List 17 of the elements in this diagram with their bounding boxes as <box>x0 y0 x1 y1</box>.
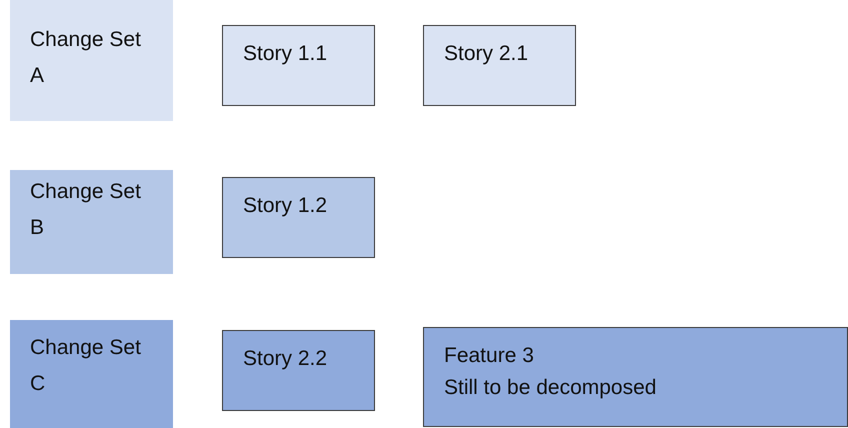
change-set-box <box>10 0 173 121</box>
change-set-box <box>10 320 173 428</box>
change-set-box <box>10 170 173 274</box>
box-title: Story 1.2 <box>243 193 328 219</box>
box-title: Story 2.2 <box>243 346 328 372</box>
box-title: Change Set A <box>30 27 142 89</box>
story-box <box>423 327 848 427</box>
box-description: Still to be decomposed <box>444 374 658 400</box>
box-title: Story 2.1 <box>444 41 530 67</box>
box-title: Story 1.1 <box>243 41 328 67</box>
box-title: Change Set C <box>30 335 142 397</box>
box-title: Change Set B <box>30 179 142 241</box>
story-box <box>222 330 375 411</box>
story-box <box>222 177 375 258</box>
story-box <box>423 25 576 106</box>
story-box <box>222 25 375 106</box>
box-title: Feature 3 <box>444 343 535 369</box>
